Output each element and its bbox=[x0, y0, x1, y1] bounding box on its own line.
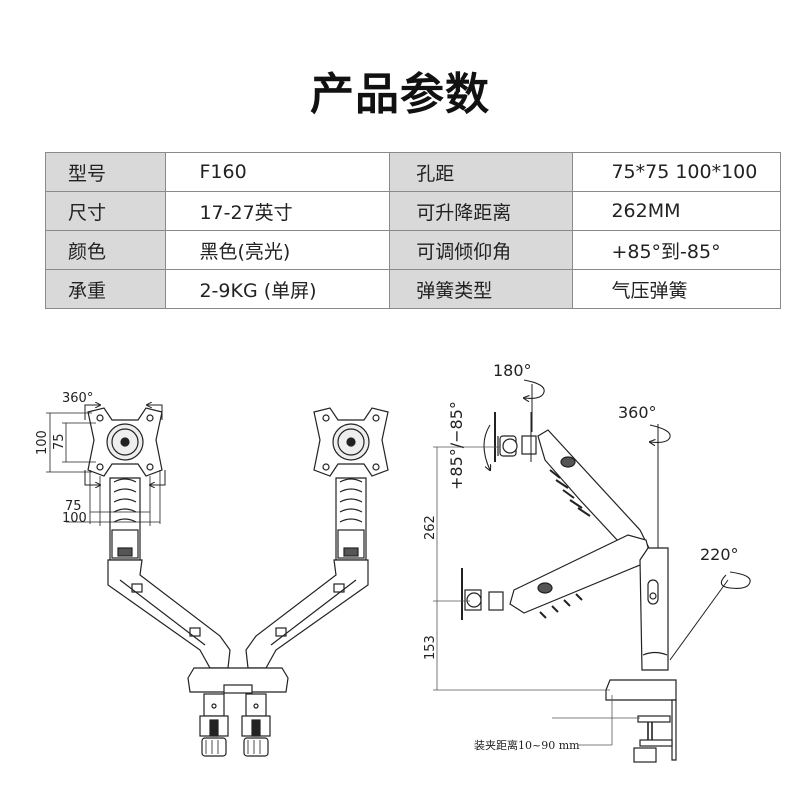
page-title: 产品参数 bbox=[310, 69, 490, 120]
vesa-width-outer-label: 100 bbox=[62, 511, 87, 526]
vesa-plate-right bbox=[313, 407, 389, 477]
clamp-range-note: 装夹距离10~90 mm bbox=[474, 738, 580, 752]
spec-value: 75*75 100*100 bbox=[572, 152, 781, 192]
spec-table: 型号 F160 孔距 75*75 100*100 尺寸 17-27英寸 可升降距… bbox=[44, 152, 781, 309]
table-row: 尺寸 17-27英寸 可升降距离 262MM bbox=[44, 191, 781, 231]
spec-value: 17-27英寸 bbox=[165, 191, 391, 231]
vesa-height-inner-label: 75 bbox=[52, 433, 67, 450]
spec-value: 气压弹簧 bbox=[572, 269, 781, 309]
side-view-arm bbox=[461, 384, 729, 763]
spec-label: 型号 bbox=[44, 152, 167, 192]
table-row: 承重 2-9KG (单屏) 弹簧类型 气压弹簧 bbox=[44, 269, 781, 309]
base-height-153-label: 153 bbox=[423, 635, 438, 660]
vesa-width-inner-label: 75 bbox=[65, 499, 82, 514]
rotation-360-label: 360° bbox=[62, 391, 93, 406]
vesa-height-outer-label: 100 bbox=[35, 430, 50, 455]
spec-label: 承重 bbox=[44, 269, 167, 309]
front-view-dual-arm bbox=[46, 405, 389, 757]
spec-label: 孔距 bbox=[389, 152, 574, 192]
technical-drawing: 360° 100 75 75 100 bbox=[35, 361, 751, 763]
arm-rotation-360-label: 360° bbox=[618, 403, 657, 422]
vesa-plate-left bbox=[87, 407, 163, 477]
spec-label: 颜色 bbox=[44, 230, 167, 270]
spec-value: +85°到-85° bbox=[572, 230, 781, 270]
spec-value: 2-9KG (单屏) bbox=[165, 269, 391, 309]
spec-value: F160 bbox=[165, 152, 391, 192]
rotation-arrows bbox=[483, 379, 751, 589]
swivel-180-label: 180° bbox=[493, 361, 532, 380]
side-dimension-lines bbox=[433, 446, 640, 746]
spec-value: 黑色(亮光) bbox=[165, 230, 391, 270]
spec-label: 可调倾仰角 bbox=[389, 230, 574, 270]
spec-label: 弹簧类型 bbox=[389, 269, 574, 309]
table-row: 型号 F160 孔距 75*75 100*100 bbox=[44, 152, 781, 192]
base-rotation-220-label: 220° bbox=[700, 545, 739, 564]
table-row: 颜色 黑色(亮光) 可调倾仰角 +85°到-85° bbox=[44, 230, 781, 270]
spec-label: 尺寸 bbox=[44, 191, 167, 231]
spec-value: 262MM bbox=[572, 191, 781, 231]
tilt-range-label: +85°/−85° bbox=[447, 401, 466, 490]
spec-label: 可升降距离 bbox=[389, 191, 574, 231]
lift-range-262-label: 262 bbox=[423, 515, 438, 540]
